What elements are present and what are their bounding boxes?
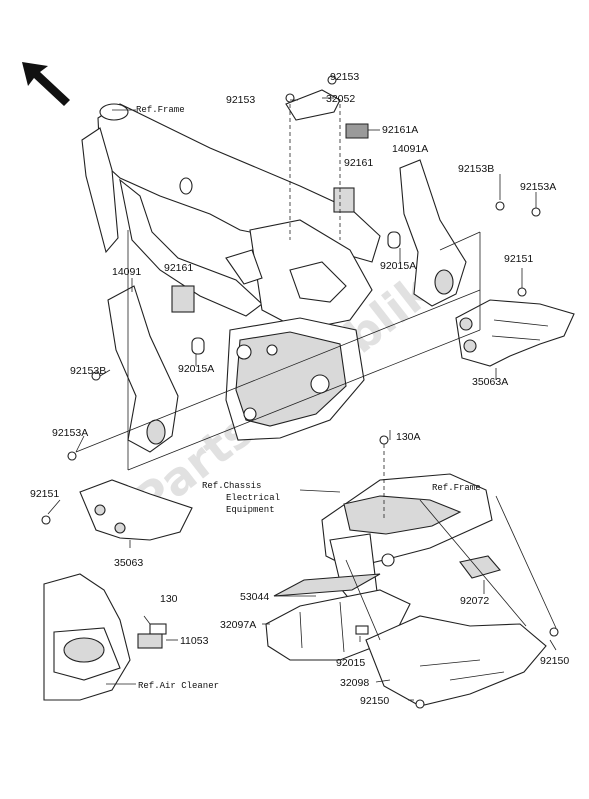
undertray-32098 (365, 615, 547, 707)
label-92161-left: 92161 (164, 262, 193, 274)
label-92015A-left: 92015A (178, 363, 214, 375)
label-14091A: 14091A (392, 143, 428, 155)
label-130A: 130A (396, 431, 421, 443)
ref-frame-mid: Ref.Frame (432, 483, 481, 493)
collar-92015A-left (191, 337, 205, 355)
label-32097A: 32097A (220, 619, 256, 631)
label-14091: 14091 (112, 266, 141, 278)
label-35063A: 35063A (472, 376, 508, 388)
label-92153A-right: 92153A (520, 181, 556, 193)
ref-equipment: Equipment (226, 505, 275, 515)
label-92153A-left: 92153A (52, 427, 88, 439)
label-92150-bottom: 92150 (360, 695, 389, 707)
label-92161-right: 92161 (344, 157, 373, 169)
clip-130 (149, 623, 167, 635)
label-35063: 35063 (114, 557, 143, 569)
label-92015A-right: 92015A (380, 260, 416, 272)
label-92151-right: 92151 (504, 253, 533, 265)
label-92153-left: 92153 (226, 94, 255, 106)
bolt-92150-bottom (415, 699, 425, 709)
label-11053: 11053 (180, 635, 209, 647)
bolt-92153B-right (495, 201, 505, 211)
bolt-92153A-left (67, 451, 77, 461)
pad-92161A (345, 123, 369, 139)
label-92161A: 92161A (382, 124, 418, 136)
ref-electrical: Electrical (226, 493, 280, 503)
ref-chassis: Ref.Chassis (202, 481, 261, 491)
pad-92161-right (333, 187, 355, 213)
label-92072: 92072 (460, 595, 489, 607)
cover-11053 (137, 633, 163, 649)
strip-53044 (273, 573, 381, 597)
ref-air-cleaner: Ref.Air Cleaner (138, 681, 219, 691)
rear-subframe (321, 473, 493, 613)
label-92015: 92015 (336, 657, 365, 669)
clip-92015 (355, 625, 369, 635)
direction-arrow-icon (22, 62, 70, 106)
bolt-92151-right (517, 287, 527, 297)
label-92150-right: 92150 (540, 655, 569, 667)
main-frame (81, 103, 381, 441)
bolt-92153A-right (531, 207, 541, 217)
label-53044: 53044 (240, 591, 269, 603)
label-130: 130 (160, 593, 178, 605)
label-92153B-left: 92153B (70, 365, 106, 377)
air-cleaner-housing (43, 573, 131, 701)
bracket-35063 (79, 479, 193, 541)
cover-14091 (107, 285, 179, 453)
label-92151-left: 92151 (30, 488, 59, 500)
bracket-32052 (285, 75, 341, 121)
label-32052: 32052 (326, 93, 355, 105)
label-32098: 32098 (340, 677, 369, 689)
cover-14091A (399, 159, 467, 307)
strip-92072 (459, 555, 501, 579)
label-92153B-right: 92153B (458, 163, 494, 175)
bracket-35063A (455, 299, 575, 367)
leader-lines (47, 97, 557, 701)
label-92153-top: 92153 (330, 71, 359, 83)
ref-frame-top: Ref.Frame (136, 105, 185, 115)
collar-92015A-right (387, 231, 401, 249)
bolt-92150-right (549, 627, 559, 637)
pad-92161-left (171, 285, 195, 313)
bolt-130A (379, 435, 389, 445)
bolt-92151-left (41, 515, 51, 525)
